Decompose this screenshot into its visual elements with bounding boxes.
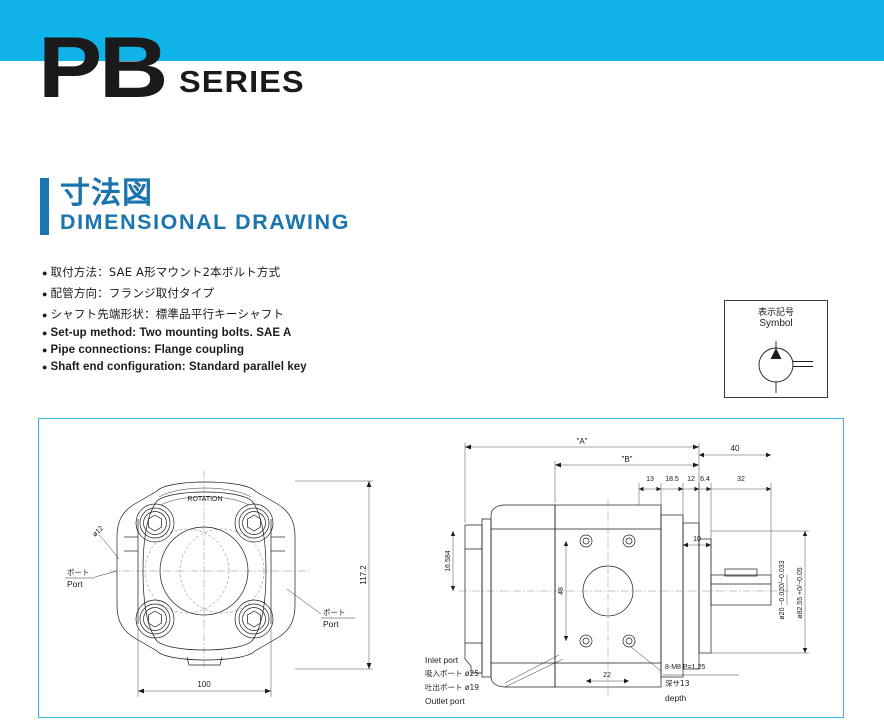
pilot-diameter-tolerance: ø82.55 +0/−0.05 bbox=[797, 567, 804, 618]
header-color-band bbox=[0, 0, 884, 61]
bore-dim-label: ø12 bbox=[92, 525, 106, 538]
outlet-port-label-english: Outlet port bbox=[425, 696, 465, 706]
bullet-icon: ● bbox=[42, 345, 48, 355]
spec-text: シャフト先端形状：標準品平行キーシャフト bbox=[50, 307, 285, 321]
bullet-icon: ● bbox=[42, 362, 48, 372]
section-title-japanese: 寸法図 bbox=[60, 176, 153, 211]
dimension-A-label: "A" bbox=[576, 437, 587, 446]
spec-item: ● Set-up method: Two mounting bolts. SAE… bbox=[42, 327, 382, 339]
shaft-diameter-tolerance: ø20 −0.020/−0.033 bbox=[779, 560, 786, 619]
logo-sub-text: SERIES bbox=[179, 64, 306, 99]
symbol-caption: 表示記号 Symbol bbox=[725, 308, 827, 330]
dimension-B-label: "B" bbox=[621, 455, 632, 464]
spec-item: ● Shaft end configuration: Standard para… bbox=[42, 361, 382, 373]
dimension-32-label: 32 bbox=[737, 476, 745, 483]
outlet-port-label-japanese: 吐出ポート ø19 bbox=[425, 682, 479, 692]
port-right-label-english: Port bbox=[323, 619, 339, 629]
front-height-dimension: 117.2 bbox=[359, 565, 368, 585]
spec-item: ● Pipe connections: Flange coupling bbox=[42, 344, 382, 356]
specification-list: ● 取付方法：SAE A形マウント2本ボルト方式 ● 配管方向：フランジ取付タイ… bbox=[42, 264, 382, 378]
mounting-bolt-holes bbox=[579, 534, 636, 648]
thread-spec-label: 8-M8 P=1.25 bbox=[665, 664, 705, 671]
inlet-port-label-english: Inlet port bbox=[425, 655, 459, 665]
heading-text-wrap: 寸法図 DIMENSIONAL DRAWING bbox=[60, 176, 348, 235]
dimension-16-584-label: 16.584 bbox=[445, 550, 452, 572]
dimension-13-label: 13 bbox=[646, 476, 654, 483]
drawing-canvas: ROTATION bbox=[65, 437, 809, 706]
thread-depth-label-english: depth bbox=[665, 693, 687, 703]
port-right-label-japanese: ポート bbox=[323, 608, 346, 617]
logo-main-text: PB bbox=[38, 20, 168, 117]
bullet-icon: ● bbox=[42, 328, 48, 338]
section-heading: 寸法図 DIMENSIONAL DRAWING bbox=[40, 176, 348, 235]
spec-item: ● 配管方向：フランジ取付タイプ bbox=[42, 285, 382, 301]
section-title-english: DIMENSIONAL DRAWING bbox=[60, 210, 351, 234]
spec-text: Pipe connections: Flange coupling bbox=[50, 344, 245, 356]
heading-accent-bar bbox=[40, 178, 49, 235]
symbol-caption-japanese: 表示記号 bbox=[757, 308, 794, 318]
product-logo: PB SERIES bbox=[38, 18, 304, 117]
inlet-port-label-japanese: 吸入ポート ø25 bbox=[425, 669, 479, 678]
dimension-40-label: 40 bbox=[731, 444, 740, 453]
dimension-48-label: 48 bbox=[558, 587, 565, 595]
spec-text: 配管方向：フランジ取付タイプ bbox=[50, 286, 215, 300]
symbol-caption-english: Symbol bbox=[759, 318, 793, 330]
bullet-icon: ● bbox=[42, 268, 48, 278]
spec-item: ● シャフト先端形状：標準品平行キーシャフト bbox=[42, 306, 382, 322]
port-left-label-japanese: ポート bbox=[67, 568, 90, 577]
symbol-box: 表示記号 Symbol bbox=[724, 300, 828, 398]
spec-text: 取付方法：SAE A形マウント2本ボルト方式 bbox=[50, 265, 281, 279]
side-view-group: "A" "B" 13 18.5 12 6.4 32 40 bbox=[425, 437, 809, 706]
port-left-label-english: Port bbox=[67, 579, 83, 589]
spec-item: ● 取付方法：SAE A形マウント2本ボルト方式 bbox=[42, 264, 382, 280]
dimension-6-4-label: 6.4 bbox=[700, 476, 710, 483]
spec-text: Set-up method: Two mounting bolts. SAE A bbox=[50, 327, 292, 339]
hydraulic-pump-symbol-icon bbox=[758, 341, 813, 393]
dimensional-drawing-panel: ROTATION bbox=[38, 418, 844, 718]
spec-text: Shaft end configuration: Standard parall… bbox=[50, 361, 307, 373]
bolt-boss-bottom-right bbox=[234, 599, 274, 639]
bolt-boss-bottom-left bbox=[135, 599, 175, 639]
dimension-10-label: 10 bbox=[693, 536, 701, 543]
rotation-label: ROTATION bbox=[187, 496, 222, 503]
bolt-boss-top-left bbox=[135, 503, 175, 543]
dimension-18-5-label: 18.5 bbox=[665, 476, 679, 483]
front-width-dimension: 100 bbox=[197, 680, 211, 689]
bullet-icon: ● bbox=[42, 289, 48, 299]
bullet-icon: ● bbox=[42, 310, 48, 320]
dimension-12-label: 12 bbox=[687, 476, 695, 483]
thread-depth-label-japanese: 深サ13 bbox=[665, 679, 690, 688]
bolt-boss-top-right bbox=[234, 503, 274, 543]
front-view-group: ROTATION bbox=[65, 471, 373, 697]
dimension-22-label: 22 bbox=[603, 672, 611, 679]
